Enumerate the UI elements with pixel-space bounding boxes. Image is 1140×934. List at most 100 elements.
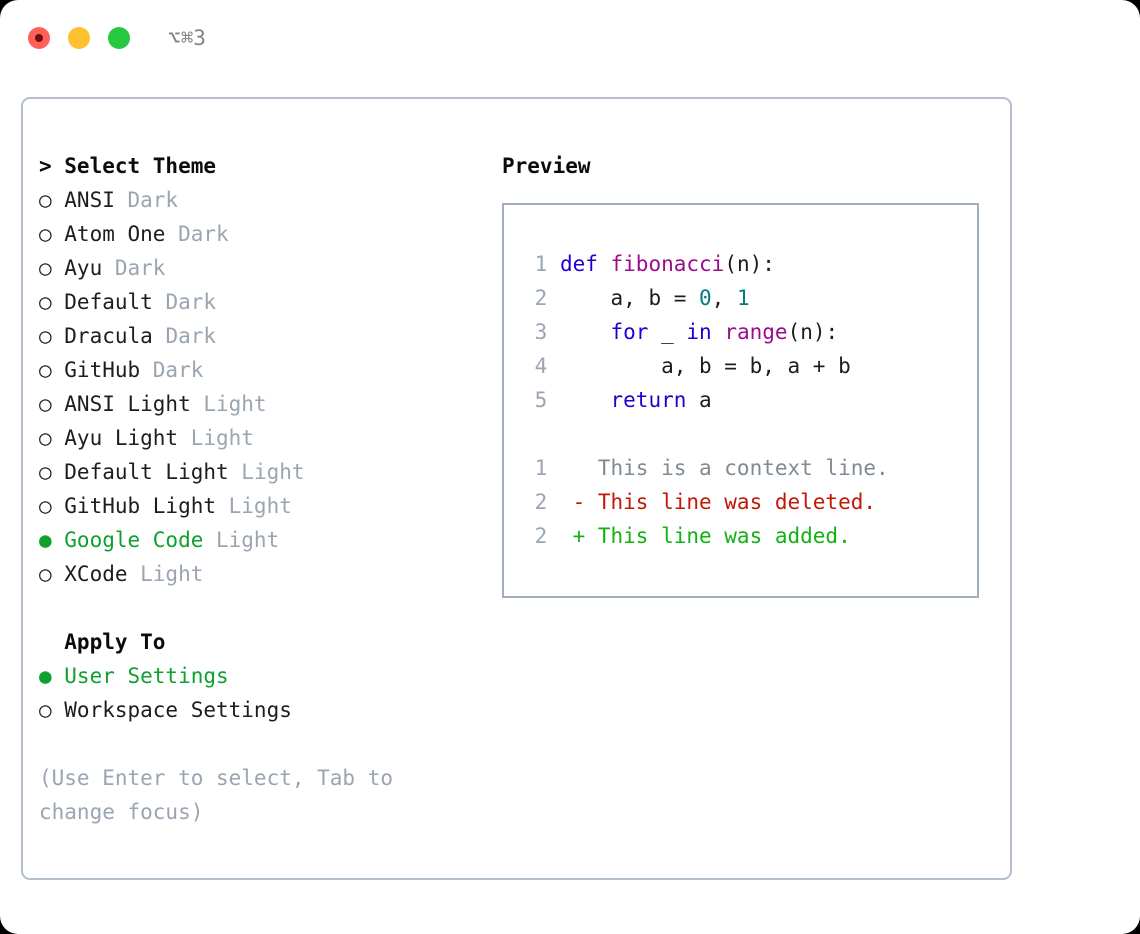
radio-unselected-icon: ○ (39, 494, 65, 518)
gutter-space (547, 388, 560, 412)
diff-text-add: + This line was added. (547, 524, 851, 548)
apply-to-list[interactable]: ● User Settings○ Workspace Settings (39, 659, 479, 727)
theme-list-item[interactable]: ○ Ayu Dark (39, 251, 479, 285)
gutter-space (547, 252, 560, 276)
code-token-txt: (n): (724, 252, 775, 276)
code-diff-spacer (522, 417, 977, 451)
code-token-fn: fibonacci (610, 252, 725, 276)
theme-variant-label: Light (203, 528, 280, 552)
radio-unselected-icon: ○ (39, 256, 65, 280)
theme-name: XCode (64, 562, 128, 586)
close-button[interactable] (28, 27, 50, 49)
line-number: 1 (534, 252, 548, 276)
theme-list-item[interactable]: ○ ANSI Dark (39, 183, 479, 217)
radio-unselected-icon: ○ (39, 290, 65, 314)
code-line: 3 for _ in range(n): (522, 315, 977, 349)
theme-variant-label: Light (127, 562, 204, 586)
theme-variant-label: Light (190, 392, 267, 416)
radio-unselected-icon: ○ (39, 358, 65, 382)
code-token-txt: , (711, 286, 737, 310)
theme-name: ANSI Light (64, 392, 191, 416)
preview-header: Preview (502, 154, 591, 178)
gutter-space (547, 286, 560, 310)
radio-unselected-icon: ○ (39, 324, 65, 348)
theme-name: Google Code (64, 528, 204, 552)
keyboard-shortcut-label: ⌥⌘3 (168, 26, 206, 50)
radio-unselected-icon: ○ (39, 460, 65, 484)
theme-name: GitHub (64, 358, 141, 382)
theme-list-item[interactable]: ● Google Code Light (39, 523, 479, 557)
minimize-button[interactable] (68, 27, 90, 49)
theme-list-item[interactable]: ○ ANSI Light Light (39, 387, 479, 421)
code-token-kw: in (686, 320, 712, 344)
diff-line: 1 This is a context line. (522, 451, 977, 485)
apply-to-section: Apply To ● User Settings○ Workspace Sett… (39, 625, 479, 727)
code-token-kw: def (559, 252, 611, 276)
theme-list-item[interactable]: ○ Atom One Dark (39, 217, 479, 251)
line-number: 1 (534, 456, 548, 480)
diff-text-del: - This line was deleted. (547, 490, 877, 514)
apply-to-header: Apply To (39, 630, 166, 654)
radio-unselected-icon: ○ (39, 392, 65, 416)
theme-name: Default (64, 290, 153, 314)
radio-unselected-icon: ○ (39, 698, 65, 722)
theme-picker-header: > Select Theme (39, 154, 217, 178)
theme-list-item[interactable]: ○ XCode Light (39, 557, 479, 591)
line-number: 2 (534, 286, 548, 310)
theme-list-item[interactable]: ○ GitHub Light Light (39, 489, 479, 523)
theme-variant-label: Dark (114, 188, 179, 212)
radio-unselected-icon: ○ (39, 426, 65, 450)
theme-list-item[interactable]: ○ Default Light Light (39, 455, 479, 489)
theme-list-item[interactable]: ○ Dracula Dark (39, 319, 479, 353)
apply-to-label: User Settings (64, 664, 229, 688)
theme-variant-label: Dark (165, 222, 229, 246)
theme-list-item[interactable]: ○ GitHub Dark (39, 353, 479, 387)
code-token-kw: return (610, 388, 687, 412)
line-number: 2 (534, 490, 548, 514)
diff-line: 2 + This line was added. (522, 519, 977, 553)
gutter-space (547, 320, 560, 344)
theme-variant-label: Dark (152, 324, 217, 348)
theme-name: Default Light (64, 460, 229, 484)
theme-name: ANSI (64, 188, 115, 212)
theme-name: Atom One (64, 222, 166, 246)
title-bar: ⌥⌘3 (0, 0, 1140, 78)
code-line: 1 def fibonacci(n): (522, 247, 977, 281)
diff-text-ctx: This is a context line. (547, 456, 889, 480)
apply-to-label: Workspace Settings (64, 698, 292, 722)
radio-unselected-icon: ○ (39, 222, 65, 246)
code-token-txt (560, 388, 611, 412)
theme-list-item[interactable]: ○ Ayu Light Light (39, 421, 479, 455)
code-token-num: 1 (736, 286, 750, 310)
diff-sample: 1 This is a context line.2 - This line w… (522, 451, 977, 553)
code-line: 5 return a (522, 383, 977, 417)
theme-list[interactable]: ○ ANSI Dark○ Atom One Dark○ Ayu Dark○ De… (39, 183, 479, 591)
keyboard-hint-text: (Use Enter to select, Tab to change focu… (39, 766, 406, 824)
theme-variant-label: Dark (152, 290, 217, 314)
theme-picker-column: > Select Theme ○ ANSI Dark○ Atom One Dar… (39, 149, 479, 829)
code-token-txt: a, b = (559, 286, 700, 310)
radio-unselected-icon: ○ (39, 188, 65, 212)
apply-to-option[interactable]: ● User Settings (39, 659, 479, 693)
diff-line: 2 - This line was deleted. (522, 485, 977, 519)
code-token-txt: a (686, 388, 712, 412)
theme-variant-label: Light (228, 460, 305, 484)
radio-selected-icon: ● (39, 528, 65, 552)
radio-unselected-icon: ○ (39, 562, 65, 586)
code-token-num: 0 (699, 286, 712, 310)
code-token-txt: _ (648, 320, 687, 344)
theme-list-item[interactable]: ○ Default Dark (39, 285, 479, 319)
theme-name: Ayu Light (64, 426, 179, 450)
theme-variant-label: Light (216, 494, 292, 518)
theme-name: GitHub Light (64, 494, 216, 518)
apply-to-option[interactable]: ○ Workspace Settings (39, 693, 479, 727)
code-line: 2 a, b = 0, 1 (522, 281, 977, 315)
code-token-txt: (n): (787, 320, 839, 344)
zoom-button[interactable] (108, 27, 130, 49)
radio-selected-icon: ● (39, 664, 65, 688)
content-panel: > Select Theme ○ ANSI Dark○ Atom One Dar… (21, 97, 1012, 880)
gutter-space (547, 354, 560, 378)
